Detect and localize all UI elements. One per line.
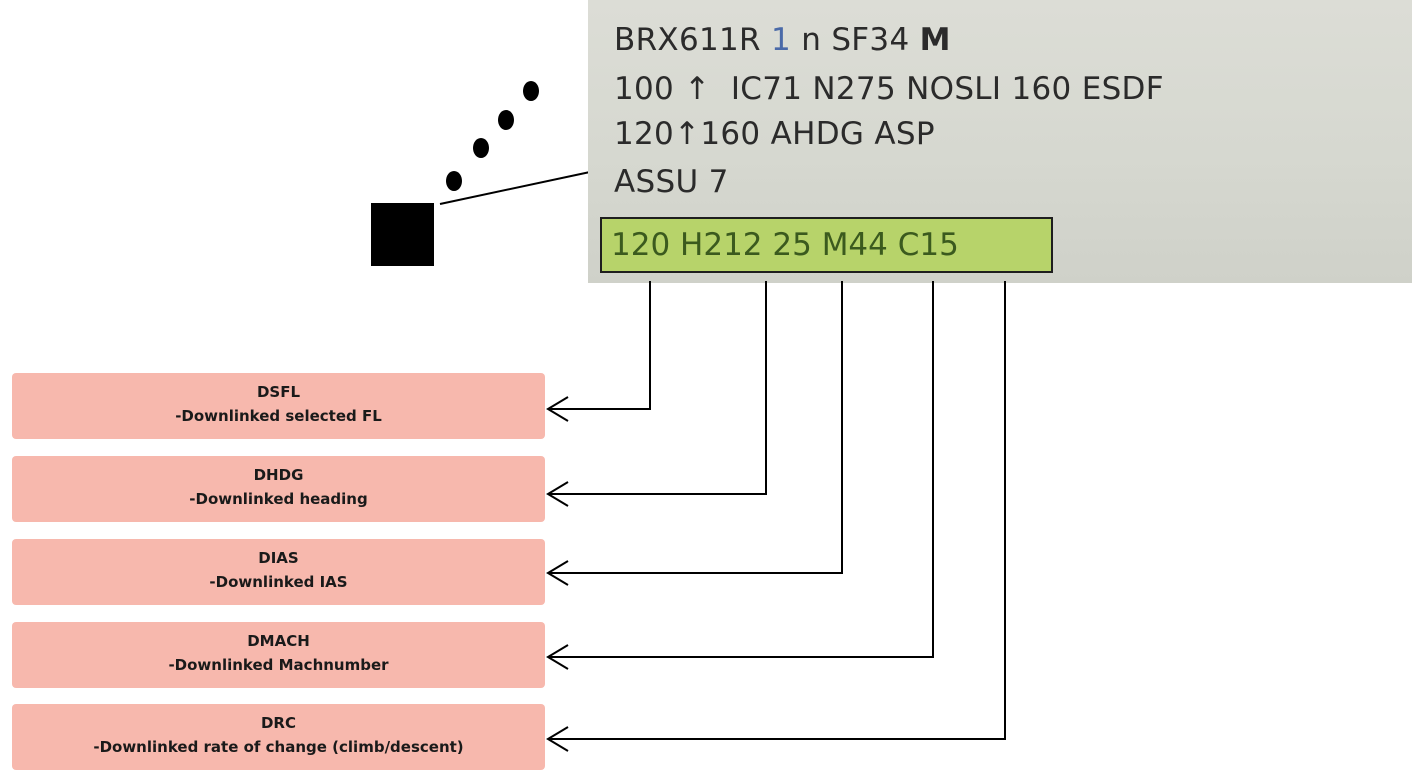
clearance-details: IC71 N275 NOSLI 160 ESDF	[730, 71, 1164, 107]
callout-dhdg: DHDG -Downlinked heading	[12, 456, 545, 522]
history-dot	[523, 81, 539, 101]
callout-drc: DRC -Downlinked rate of change (climb/de…	[12, 704, 545, 770]
callout-title: DHDG	[253, 466, 304, 484]
wake-category: M	[919, 22, 951, 58]
connector-dsfl	[548, 281, 651, 410]
callout-description: -Downlinked selected FL	[175, 407, 382, 425]
arrowhead-icon	[546, 481, 569, 507]
callout-title: DMACH	[247, 632, 310, 650]
arrowhead-icon	[546, 560, 569, 586]
callout-dias: DIAS -Downlinked IAS	[12, 539, 545, 605]
label-line-assume: ASSU 7	[614, 160, 729, 204]
callout-title: DIAS	[258, 549, 299, 567]
history-dot	[446, 171, 462, 191]
label-line-level: 120↑160 AHDG ASP	[614, 112, 935, 156]
connector-dias	[548, 281, 843, 574]
assume-text: ASSU 7	[614, 164, 729, 200]
leader-line	[439, 171, 591, 205]
arrowhead-icon	[546, 396, 569, 422]
callout-description: -Downlinked heading	[189, 490, 368, 508]
callout-description: -Downlinked IAS	[209, 573, 348, 591]
drc-value: C15	[897, 227, 959, 263]
flag: n	[801, 22, 822, 58]
dias-value: 25	[772, 227, 812, 263]
climb-arrow-icon: ↑	[684, 71, 711, 107]
arrowhead-icon	[546, 726, 569, 752]
callout-title: DSFL	[256, 383, 301, 401]
connector-drc	[548, 281, 1006, 740]
callout-description: -Downlinked rate of change (climb/descen…	[93, 738, 464, 756]
dsfl-value: 120	[611, 227, 671, 263]
label-line-clearance: 100 ↑ IC71 N275 NOSLI 160 ESDF	[614, 67, 1164, 111]
arrowhead-icon	[546, 644, 569, 670]
callout-dsfl: DSFL -Downlinked selected FL	[12, 373, 545, 439]
callout-dmach: DMACH -Downlinked Machnumber	[12, 622, 545, 688]
aircraft-type: SF34	[831, 22, 910, 58]
label-line-callsign: BRX611R 1 n SF34 M	[614, 18, 951, 62]
downlink-parameters-row: 120 H212 25 M44 C15	[600, 217, 1053, 273]
actual-level: 120	[614, 116, 675, 152]
callout-title: DRC	[260, 714, 296, 732]
radar-label-screenshot: BRX611R 1 n SF34 M 100 ↑ IC71 N275 NOSLI…	[588, 0, 1412, 283]
history-dot	[498, 110, 514, 130]
cleared-level: 100	[614, 71, 675, 107]
callsign: BRX611R	[614, 22, 761, 58]
trend-arrow-icon: ↑	[674, 116, 701, 152]
dmach-value: M44	[821, 227, 888, 263]
connector-dhdg	[548, 281, 767, 495]
level-details: 160 AHDG ASP	[700, 116, 935, 152]
dhdg-value: H212	[680, 227, 763, 263]
history-dot	[473, 138, 489, 158]
aircraft-position-symbol	[371, 203, 434, 266]
connector-dmach	[548, 281, 934, 658]
callout-description: -Downlinked Machnumber	[168, 656, 389, 674]
sector-indicator: 1	[771, 22, 792, 58]
